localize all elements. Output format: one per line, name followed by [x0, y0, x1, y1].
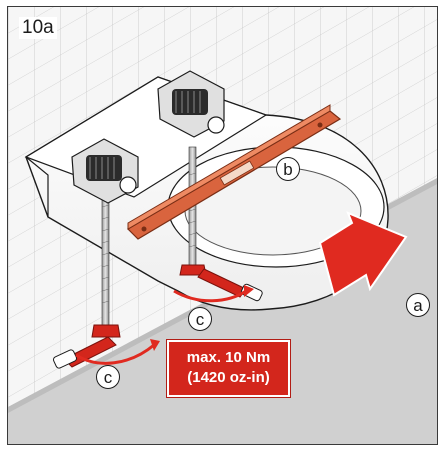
tightening-arrowhead-lower: [150, 339, 160, 351]
torque-spec-line1: max. 10 Nm: [186, 349, 271, 366]
step-label: 10a: [19, 17, 57, 39]
wall-toilet-installation-illustration: [8, 7, 437, 444]
torque-spec-line2: (1420 oz-in): [187, 369, 270, 386]
callout-b: b: [276, 157, 300, 181]
tightening-arrow-upper: [173, 289, 247, 303]
callout-a: a: [406, 293, 430, 317]
tightening-arrowhead-upper: [244, 285, 254, 297]
push-arrow: [318, 211, 408, 297]
callout-c-upper: c: [188, 307, 212, 331]
torque-spec-box: max. 10 Nm (1420 oz-in): [166, 339, 291, 398]
callout-c-lower: c: [96, 365, 120, 389]
tightening-arrow-lower: [75, 343, 155, 365]
spirit-level: [127, 104, 342, 240]
right-mounting-assembly: [157, 70, 263, 302]
illustration-frame: 10a b a c c max. 10 Nm (1420 oz-in): [7, 6, 438, 445]
left-mounting-assembly: [52, 138, 139, 369]
